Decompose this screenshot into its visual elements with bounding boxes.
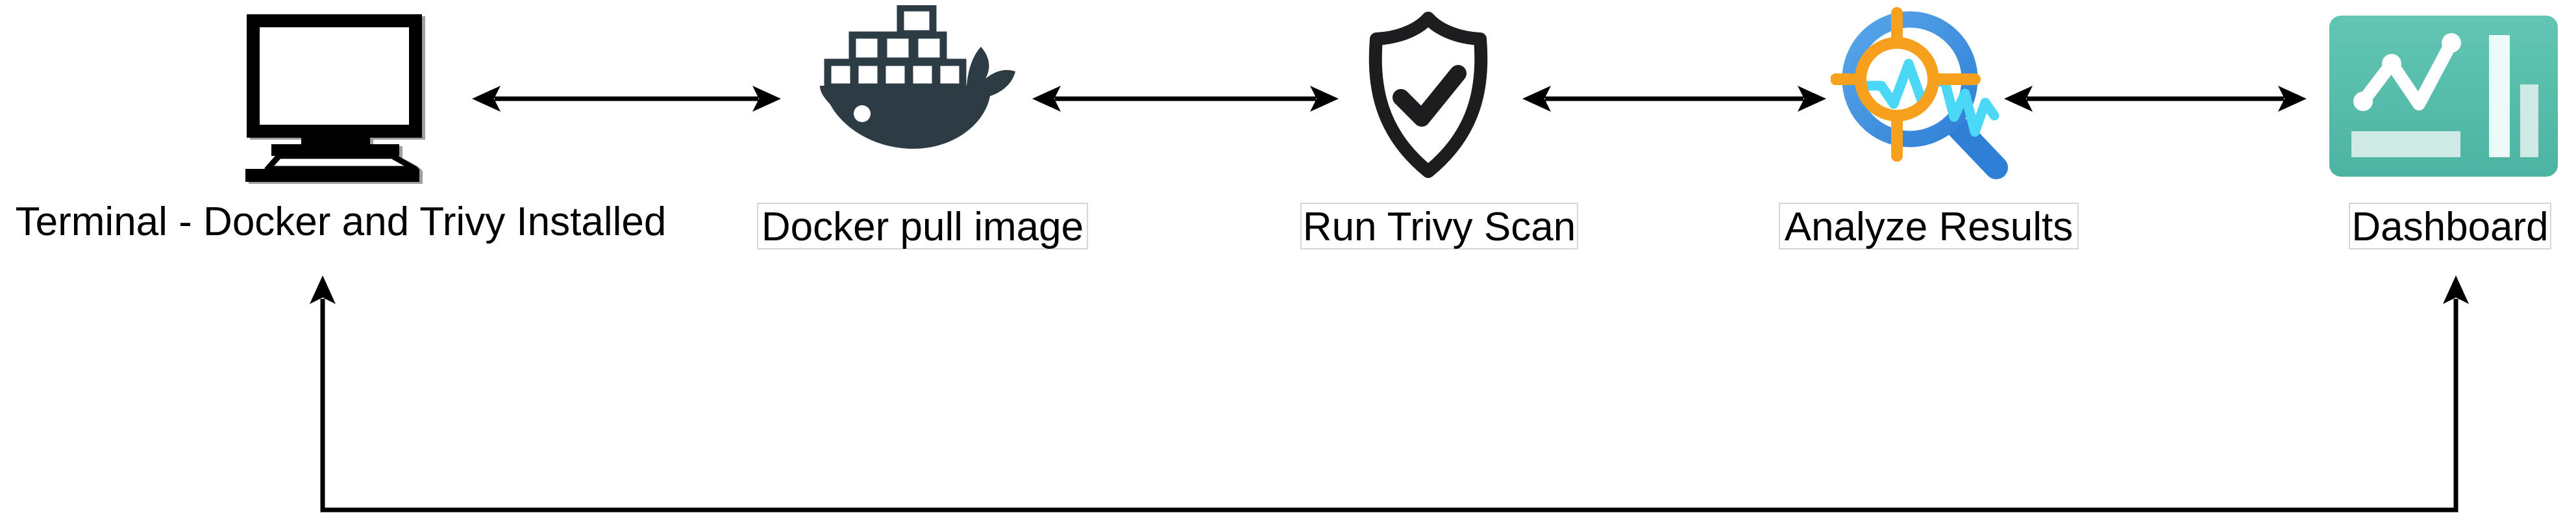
shield-check-icon bbox=[1368, 12, 1488, 178]
container-boxes bbox=[824, 4, 967, 91]
node-analyze-label: Analyze Results bbox=[1779, 203, 2079, 249]
node-docker-pull bbox=[815, 4, 1019, 153]
trend-line bbox=[2357, 36, 2458, 110]
short-bar bbox=[2520, 84, 2538, 157]
arrowhead-up-dashboard bbox=[2443, 275, 2469, 304]
node-terminal-label: Terminal - Docker and Trivy Installed bbox=[15, 199, 667, 244]
trend-dot bbox=[2353, 92, 2373, 111]
edge-docker-trivy bbox=[1032, 86, 1339, 112]
edge-terminal-docker bbox=[472, 86, 781, 112]
computer-monitor-icon bbox=[245, 14, 422, 182]
arrowhead-left bbox=[1032, 86, 1061, 112]
trend-dot bbox=[2382, 54, 2401, 73]
arrowhead-right bbox=[1310, 86, 1339, 112]
node-docker-pull-label: Docker pull image bbox=[757, 203, 1088, 249]
arrowhead-right bbox=[2278, 86, 2307, 112]
target-crosshair bbox=[1830, 7, 1981, 162]
node-trivy-scan-label: Run Trivy Scan bbox=[1300, 203, 1578, 249]
whale-eye bbox=[854, 105, 871, 122]
dashboard-chart-icon bbox=[2329, 16, 2558, 177]
monitor-neck bbox=[301, 136, 370, 144]
shield-outline bbox=[1368, 12, 1488, 178]
monitor-base bbox=[245, 169, 419, 182]
arrowhead-left bbox=[2004, 86, 2033, 112]
whale-body bbox=[820, 47, 1015, 149]
arrowhead-left bbox=[472, 86, 501, 112]
node-terminal bbox=[242, 5, 430, 182]
node-trivy-scan bbox=[1349, 9, 1508, 183]
arrowhead-right bbox=[1798, 86, 1826, 112]
wide-bar bbox=[2351, 131, 2460, 157]
monitor-frame bbox=[247, 14, 422, 138]
edge-trivy-analyze bbox=[1522, 86, 1826, 112]
docker-whale-icon bbox=[820, 4, 1015, 149]
arrowhead-right bbox=[752, 86, 781, 112]
edge-analyze-dashboard bbox=[2004, 86, 2307, 112]
node-dashboard-label: Dashboard bbox=[2349, 203, 2551, 249]
trend-dot bbox=[2442, 33, 2461, 53]
arrowhead-up-terminal bbox=[310, 275, 336, 304]
checkmark bbox=[1393, 65, 1467, 127]
magnifier-handle bbox=[1944, 113, 2008, 179]
arrowhead-left bbox=[1522, 86, 1551, 112]
node-dashboard bbox=[2329, 16, 2558, 177]
node-analyze bbox=[1830, 6, 2019, 195]
monitor-stand-body bbox=[264, 153, 419, 172]
tall-bar bbox=[2489, 35, 2510, 157]
search-analytics-icon bbox=[1830, 7, 2008, 179]
edge-dashboard-terminal-loop bbox=[310, 275, 2469, 513]
